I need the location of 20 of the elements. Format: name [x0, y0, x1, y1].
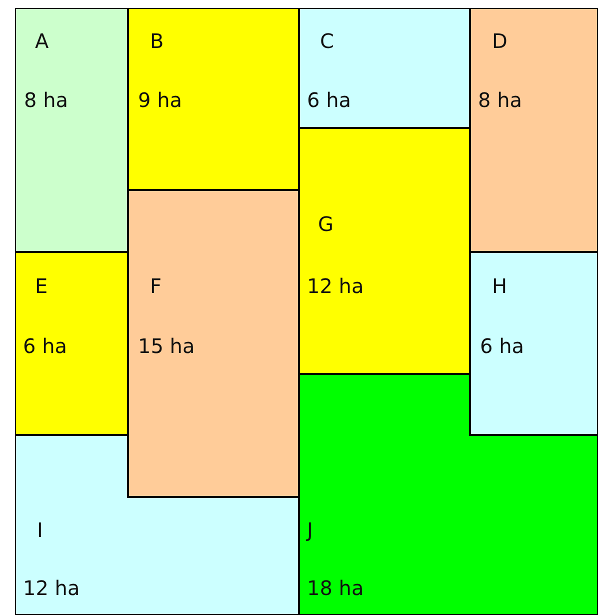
- area-label: 9 ha: [138, 89, 182, 111]
- area-label: 12 ha: [23, 577, 80, 599]
- area-label: 8 ha: [24, 89, 68, 111]
- plot-letter: H: [492, 275, 508, 297]
- plot-letter: F: [150, 275, 162, 297]
- plot-letter: I: [37, 519, 43, 541]
- plot-letter: D: [492, 30, 508, 52]
- area-label: 18 ha: [307, 577, 364, 599]
- area-label: 6 ha: [307, 89, 352, 111]
- plot-letter: A: [35, 30, 49, 52]
- plot-letter: G: [318, 213, 334, 235]
- area-label: 12 ha: [307, 275, 364, 297]
- area-label: 15 ha: [138, 335, 195, 357]
- plot-letter: J: [307, 519, 313, 541]
- plot-letter: E: [35, 275, 48, 297]
- plot-letter: C: [320, 30, 334, 52]
- area-label: 6 ha: [23, 335, 68, 357]
- area-label: 6 ha: [480, 335, 524, 357]
- plot-letter: B: [150, 30, 164, 52]
- area-label: 8 ha: [478, 89, 522, 111]
